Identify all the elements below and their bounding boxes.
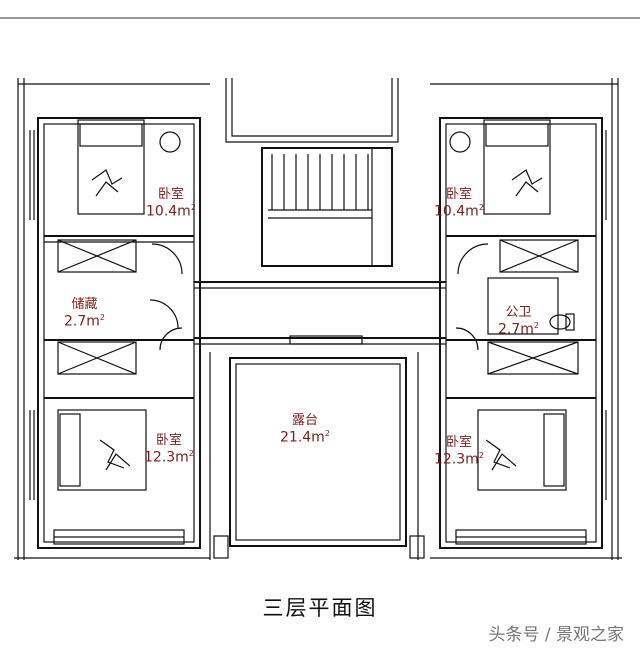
room-label-bedroom-bottom-left: 卧室 12.3m2: [144, 433, 194, 466]
room-area: 10.4m2: [434, 202, 484, 220]
room-label-storage: 储藏 2.7m2: [64, 297, 105, 330]
room-name: 储藏: [71, 297, 98, 312]
room-label-bedroom-top-right: 卧室 10.4m2: [434, 187, 484, 220]
room-name: 公卫: [505, 305, 532, 320]
room-area: 2.7m2: [498, 320, 539, 338]
room-area: 12.3m2: [144, 448, 194, 466]
room-area: 2.7m2: [64, 312, 105, 330]
room-name: 卧室: [157, 187, 184, 202]
room-area: 21.4m2: [280, 428, 330, 446]
room-label-bathroom: 公卫 2.7m2: [498, 305, 539, 338]
room-area: 10.4m2: [146, 202, 196, 220]
watermark-text: 头条号 / 景观之家: [488, 625, 624, 645]
room-label-bedroom-bottom-right: 卧室 12.3m2: [434, 435, 484, 468]
room-area: 12.3m2: [434, 450, 484, 468]
room-name: 卧室: [445, 435, 472, 450]
room-label-bedroom-top-left: 卧室 10.4m2: [146, 187, 196, 220]
room-label-terrace: 露台 21.4m2: [280, 413, 330, 446]
plan-title: 三层平面图: [262, 596, 378, 620]
room-name: 露台: [291, 413, 318, 428]
room-name: 卧室: [155, 433, 182, 448]
room-name: 卧室: [445, 187, 472, 202]
